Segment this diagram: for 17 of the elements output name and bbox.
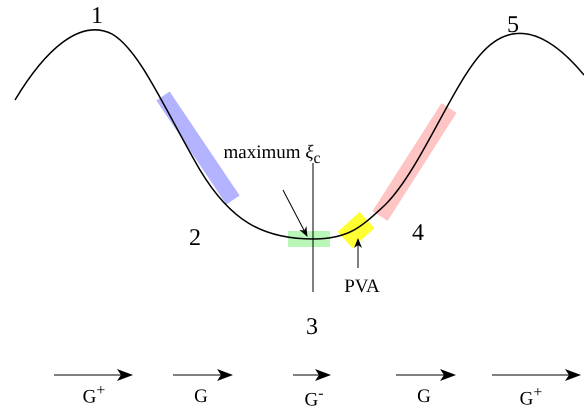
annotation-text: maximum ξ$_{c}$ [222, 141, 322, 169]
region-number: 5 [507, 11, 519, 40]
region-number: 2 [189, 224, 201, 253]
leader-line [354, 238, 362, 268]
arrow-label: G$^{-}$ [304, 384, 324, 408]
leader-line [282, 190, 308, 237]
arrow-label: G [417, 385, 431, 408]
annotation-text: PVA [344, 275, 380, 299]
arrow-label: G$^{+}$ [520, 382, 542, 408]
highlight-bar [338, 212, 374, 248]
arrow-label: G [194, 385, 208, 408]
arrow-label: G$^{+}$ [82, 380, 106, 408]
highlight-bar [372, 103, 457, 221]
highlight-bar [288, 231, 330, 247]
region-number: 3 [306, 313, 318, 342]
region-number: 1 [91, 2, 103, 31]
region-number: 4 [412, 219, 424, 248]
